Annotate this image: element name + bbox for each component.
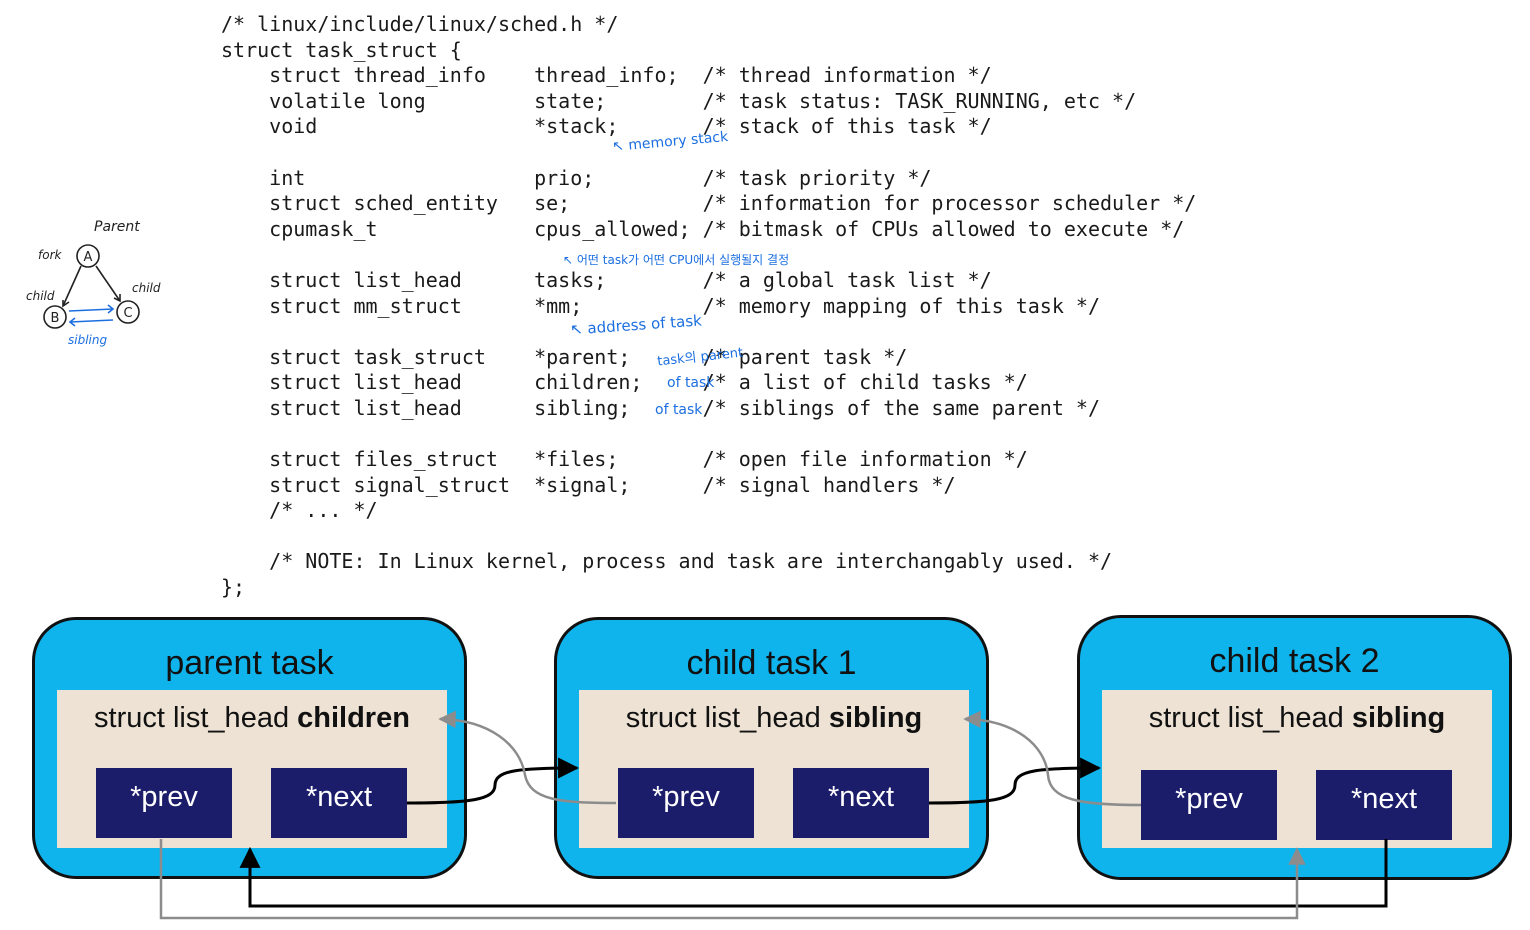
- sketch-sibling-arrowhead-left: [68, 317, 76, 327]
- sketch-arrowhead-c: [113, 294, 121, 303]
- sketch-node-c: [116, 300, 140, 324]
- struct-type-text: struct list_head: [94, 702, 298, 734]
- code-line: struct list_head sibling; /* siblings of…: [221, 395, 1100, 420]
- sketch-sibling-label: sibling: [68, 333, 107, 347]
- parent-struct-label: struct list_head children: [57, 702, 447, 735]
- child-2-prev-pointer: *prev: [1141, 770, 1277, 840]
- struct-type-text: struct list_head: [625, 702, 829, 734]
- code-line: struct list_head children; /* a list of …: [221, 370, 1028, 395]
- sketch-sibling-arrowhead-right: [107, 304, 115, 314]
- sketch-child-right-label: child: [132, 281, 161, 295]
- handwritten-note-cpus: ↖ 어떤 task가 어떤 CPU에서 실행될지 결정: [563, 253, 790, 267]
- sketch-edge-ac: [95, 265, 121, 302]
- code-line: };: [221, 575, 246, 600]
- sketch-edge-ab: [62, 265, 82, 307]
- code-block: /* linux/include/linux/sched.h */ struct…: [221, 12, 1196, 601]
- parent-next-arrow: [406, 757, 580, 805]
- handwritten-note-children: of task: [667, 375, 715, 391]
- parent-next-pointer: *next: [271, 768, 407, 838]
- parent-task-box: parent task struct list_head children *p…: [32, 617, 467, 879]
- sketch-node-c-label: C: [123, 306, 132, 321]
- code-line: void *stack; /* stack of this task */: [221, 114, 992, 139]
- code-line: /* linux/include/linux/sched.h */: [221, 12, 619, 36]
- child-2-list-head: struct list_head sibling *prev *next: [1102, 690, 1492, 848]
- parent-task-title: parent task: [165, 644, 334, 682]
- child-1-struct-label: struct list_head sibling: [579, 702, 969, 735]
- struct-field-name: sibling: [828, 702, 923, 734]
- child-2-next-pointer: *next: [1316, 770, 1452, 840]
- child-2-struct-label: struct list_head sibling: [1102, 702, 1492, 735]
- sketch-parent-label: Parent: [94, 219, 140, 235]
- code-line: struct signal_struct *signal; /* signal …: [221, 472, 956, 497]
- parent-list-head: struct list_head children *prev *next: [57, 690, 447, 848]
- child-1-prev-arrow: [438, 710, 617, 805]
- code-line: struct task_struct *parent; /* parent ta…: [221, 344, 908, 369]
- child-1-next-arrow: [928, 757, 1102, 805]
- struct-field-name: children: [297, 702, 410, 734]
- code-line: /* NOTE: In Linux kernel, process and ta…: [221, 549, 1113, 574]
- code-line: int prio; /* task priority */: [221, 165, 932, 190]
- code-line: struct files_struct *files; /* open file…: [221, 447, 1028, 472]
- code-line: struct task_struct {: [221, 37, 462, 62]
- child-task-2-box: child task 2 struct list_head sibling *p…: [1077, 615, 1512, 880]
- child-2-prev-arrow: [963, 710, 1142, 807]
- code-line: struct list_head tasks; /* a global task…: [221, 267, 992, 292]
- code-line: cpumask_t cpus_allowed; /* bitmask of CP…: [221, 216, 1185, 241]
- code-line: /* ... */: [221, 498, 378, 523]
- code-line: struct mm_struct *mm; /* memory mapping …: [221, 293, 1100, 318]
- child-task-1-box: child task 1 struct list_head sibling *p…: [554, 617, 989, 879]
- sketch-node-a-label: A: [84, 250, 93, 265]
- sketch-sibling-arrow-left: [69, 319, 114, 323]
- struct-type-text: struct list_head: [1148, 702, 1352, 734]
- code-line: volatile long state; /* task status: TAS…: [221, 88, 1137, 113]
- sketch-child-left-label: child: [26, 289, 55, 303]
- sketch-arrowhead-b: [62, 300, 70, 308]
- child-2-next-arrow: [239, 839, 1388, 908]
- sketch-fork-label: fork: [38, 248, 63, 262]
- parent-prev-arrow: [159, 839, 1306, 920]
- process-tree-sketch: A B C Parent fork child child sibling: [26, 219, 161, 347]
- child-task-1-title: child task 1: [686, 644, 857, 682]
- sketch-node-a: [76, 244, 100, 268]
- parent-prev-pointer: *prev: [96, 768, 232, 838]
- code-line: struct thread_info thread_info; /* threa…: [221, 63, 992, 88]
- child-task-2-title: child task 2: [1209, 642, 1380, 680]
- sketch-node-b: [43, 305, 67, 329]
- child-1-list-head: struct list_head sibling *prev *next: [579, 690, 969, 848]
- sketch-sibling-arrow-right: [68, 308, 114, 312]
- handwritten-note-sibling: of task: [655, 402, 703, 418]
- child-1-next-pointer: *next: [793, 768, 929, 838]
- code-line: struct sched_entity se; /* information f…: [221, 191, 1197, 216]
- sketch-node-b-label: B: [51, 311, 60, 326]
- struct-field-name: sibling: [1351, 702, 1446, 734]
- child-1-prev-pointer: *prev: [618, 768, 754, 838]
